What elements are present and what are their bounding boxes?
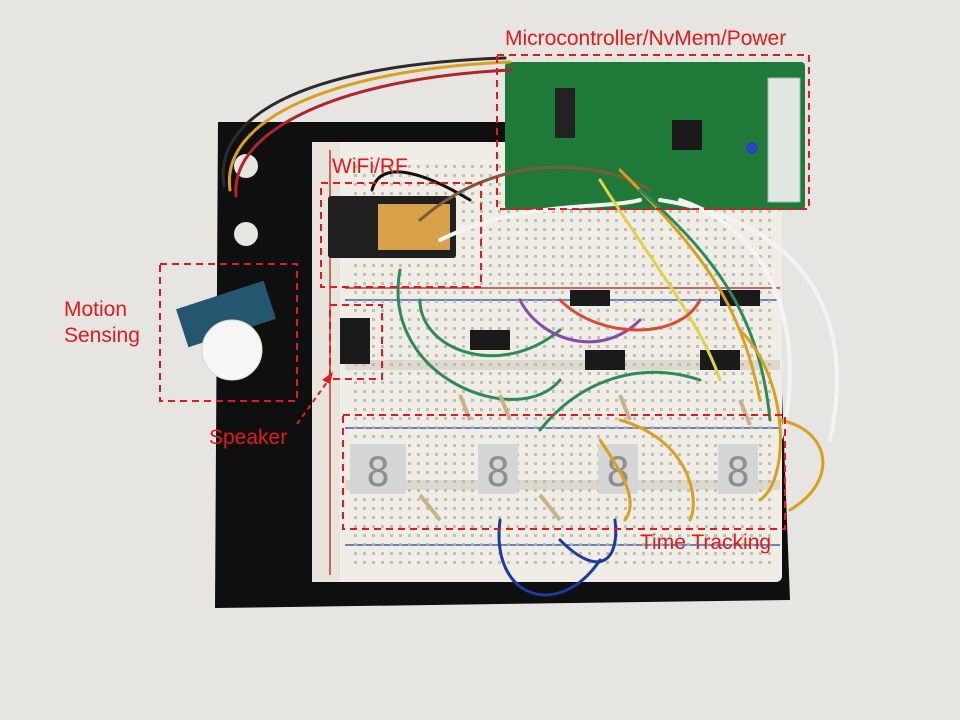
microcontroller-box (496, 54, 810, 210)
speaker-arrow-line (296, 377, 331, 425)
mcu-chip (672, 120, 702, 150)
time-tracking-label: Time Tracking (640, 531, 772, 554)
wifi-antenna (378, 204, 450, 250)
ic-chip (700, 350, 740, 370)
plate-hole (234, 222, 258, 246)
motion-sensor-dome (201, 319, 263, 381)
speaker-arrow-head (322, 372, 333, 384)
seven-segment-display: 8 (478, 444, 518, 496)
motion-label: Motion Sensing (64, 298, 140, 347)
motion-sensor-board (176, 280, 276, 348)
speaker-component (340, 318, 370, 364)
mcu-usb (555, 88, 575, 138)
ic-chip (470, 330, 510, 350)
segment-digit: 8 (366, 450, 390, 496)
wifi-label: WiFi/RF (332, 155, 408, 178)
ic-chip (585, 350, 625, 370)
speaker-label: Speaker (209, 426, 288, 449)
seven-segment-display: 8 (718, 444, 758, 496)
segment-digit: 8 (726, 450, 750, 496)
seven-segment-display: 8 (350, 444, 406, 496)
mcu-display (767, 77, 801, 203)
mcu-button (746, 142, 758, 154)
microcontroller-board (505, 62, 805, 210)
speaker-box (329, 304, 383, 380)
segment-digit: 8 (486, 450, 510, 496)
motion-box (159, 263, 298, 402)
microcontroller-label: Microcontroller/NvMem/Power (505, 27, 787, 50)
ic-chip (570, 290, 610, 306)
time-box (342, 414, 786, 530)
resistors (418, 394, 752, 522)
wires (221, 56, 839, 597)
